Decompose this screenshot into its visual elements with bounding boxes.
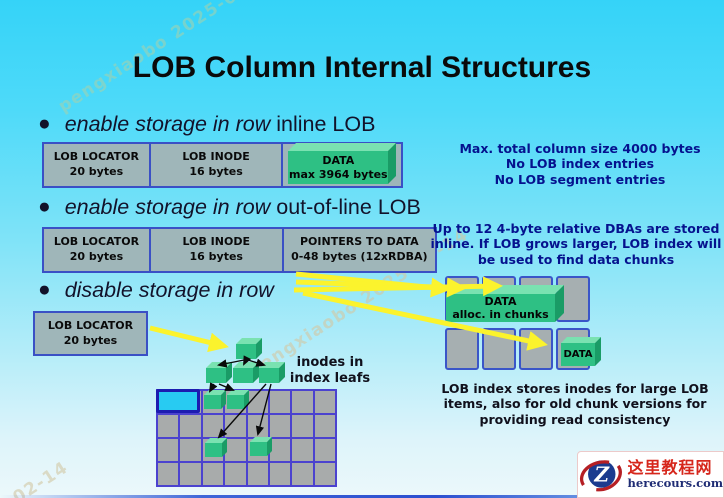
grid-cell	[313, 462, 336, 486]
note-line: Max. total column size 4000 bytes	[459, 141, 701, 156]
inode-root-cube	[236, 344, 256, 359]
grid-cell	[268, 390, 292, 414]
grid-cell	[246, 390, 269, 414]
grid-cell	[224, 414, 247, 438]
grid-cell	[291, 414, 314, 438]
bullet-disable-storage: ● disable storage in row	[38, 278, 274, 303]
cell-title: LOB LOCATOR	[53, 150, 140, 164]
cell-sub: 16 bytes	[189, 250, 243, 263]
disable-lob-locator-box: LOB LOCATOR 20 bytes	[33, 311, 148, 356]
bullet-italic-text: disable storage in row	[64, 278, 274, 302]
cell-title: LOB LOCATOR	[47, 318, 134, 332]
data-box-title: DATA	[322, 154, 355, 168]
grid-cell	[313, 438, 336, 462]
bullet-dot: ●	[38, 278, 51, 301]
note-line: No LOB segment entries	[494, 171, 666, 187]
grid-cell	[291, 462, 314, 486]
lob-locator-cell: LOB LOCATOR 20 bytes	[44, 144, 149, 186]
inode-leaf-cube	[206, 368, 226, 383]
slide-title: LOB Column Internal Structures	[132, 51, 592, 84]
grid-cell	[291, 438, 314, 462]
cell-sub: 0-48 bytes (12xRDBA)	[291, 250, 428, 263]
inline-note: Max. total column size 4000 bytes No LOB…	[440, 141, 720, 187]
cell-title: POINTERS TO DATA	[300, 235, 419, 249]
logo-z-globe-icon: Z	[580, 459, 622, 491]
grid-inode-cube	[204, 395, 221, 409]
data-box-sub: alloc. in chunks	[452, 308, 549, 321]
cell-sub: 20 bytes	[69, 250, 124, 263]
cell-sub: 20 bytes	[63, 333, 118, 347]
data-box-title: DATA	[563, 348, 593, 360]
grid-cell	[313, 390, 336, 414]
inode-leaf-cube	[233, 368, 253, 383]
grid-cell	[157, 414, 180, 438]
note-line: index leafs	[289, 370, 371, 386]
cell-title: LOB INODE	[182, 235, 250, 249]
bullet-out-of-line-lob: ● enable storage in row out-of-line LOB	[38, 195, 421, 220]
out-of-line-note: Up to 12 4-byte relative DBAs are stored…	[430, 221, 722, 267]
bullet-dot: ●	[38, 195, 51, 218]
bullet-italic-text: enable storage in row	[64, 195, 271, 219]
pointers-to-data-cell: POINTERS TO DATA 0-48 bytes (12xRDBA)	[281, 229, 436, 271]
bottom-divider	[0, 495, 724, 498]
cell-title: LOB INODE	[182, 150, 250, 164]
highlighted-blocks	[156, 389, 200, 413]
grid-cell	[246, 462, 269, 486]
inode-leaf-cube	[259, 368, 279, 383]
grid-cell	[201, 414, 225, 438]
cell-sub: 16 bytes	[189, 165, 243, 178]
inline-data-cell: DATA max 3964 bytes	[281, 144, 401, 186]
herecours-logo: Z 这里教程网 herecours.com	[577, 451, 724, 498]
inodes-label: inodes in index leafs	[284, 355, 376, 387]
grid-cell	[246, 414, 269, 438]
grid-inode-cube	[205, 443, 222, 457]
bullet-italic-text: enable storage in row	[64, 112, 271, 136]
data-box-title: DATA	[484, 294, 517, 308]
grid-cell	[201, 462, 225, 486]
grid-inode-cube	[250, 442, 267, 456]
data-box-sub: max 3964 bytes	[289, 167, 388, 181]
inline-data-3d-box: DATA max 3964 bytes	[288, 151, 389, 184]
lob-inode-cell: LOB INODE 16 bytes	[148, 144, 282, 186]
watermark-text: pengxiaobo 2025-02-14	[0, 458, 72, 498]
lob-locator-cell: LOB LOCATOR 20 bytes	[44, 229, 149, 271]
note-line: No LOB index entries	[505, 156, 655, 172]
grid-cell	[157, 438, 180, 462]
logo-domain-text: herecours.com	[627, 475, 723, 490]
out-of-line-lob-row: LOB LOCATOR 20 bytes LOB INODE 16 bytes …	[42, 227, 437, 273]
inline-lob-row: LOB LOCATOR 20 bytes LOB INODE 16 bytes …	[42, 142, 403, 188]
data-chunks-3d-box: DATA alloc. in chunks	[446, 294, 555, 322]
grid-cell	[224, 438, 247, 462]
note-line: inodes in	[296, 355, 364, 370]
lob-inode-cell: LOB INODE 16 bytes	[148, 229, 282, 271]
bullet-rest-text: out-of-line LOB	[270, 195, 421, 219]
data-small-3d-box: DATA	[561, 343, 595, 366]
grid-cell	[482, 328, 516, 370]
grid-inode-cube	[227, 395, 244, 409]
grid-cell	[445, 328, 479, 370]
grid-cell	[313, 414, 336, 438]
grid-cell	[291, 390, 314, 414]
logo-chinese-text: 这里教程网	[627, 458, 713, 478]
svg-text:Z: Z	[593, 462, 610, 486]
grid-cell	[179, 438, 202, 462]
grid-cell	[268, 414, 292, 438]
lob-locator-cell: LOB LOCATOR 20 bytes	[35, 313, 146, 354]
grid-cell	[268, 462, 292, 486]
grid-cell	[157, 462, 180, 486]
grid-cell	[179, 462, 202, 486]
bullet-dot: ●	[38, 112, 51, 135]
grid-cell	[224, 462, 247, 486]
bullet-inline-lob: ● enable storage in row inline LOB	[38, 112, 375, 137]
grid-cell	[519, 328, 553, 370]
grid-cell	[179, 414, 202, 438]
cell-title: LOB LOCATOR	[53, 235, 140, 249]
lob-index-note: LOB index stores inodes for large LOB it…	[441, 381, 709, 427]
grid-cell	[268, 438, 292, 462]
bullet-rest-text: inline LOB	[270, 112, 376, 136]
cell-sub: 20 bytes	[69, 165, 124, 178]
